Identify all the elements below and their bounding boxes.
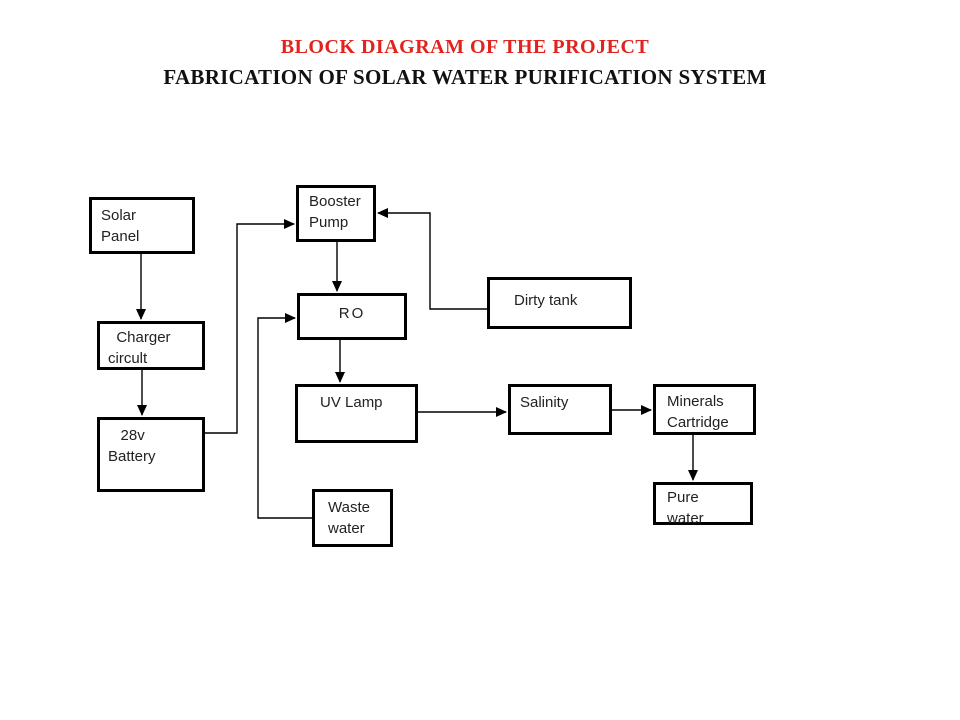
node-minerals-cartridge: Minerals Cartridge [653,384,756,435]
node-solar-panel: Solar Panel [89,197,195,254]
node-pure-water: Pure water [653,482,753,527]
node-dirty-tank: Dirty tank [487,277,632,329]
node-uv-lamp: UV Lamp [295,384,418,443]
node-salinity: Salinity [508,384,612,435]
node-waste-water: Waste water [312,489,393,547]
node-booster-pump: Booster Pump [296,185,376,242]
title-block: BLOCK DIAGRAM OF THE PROJECT FABRICATION… [0,36,930,90]
page-subtitle: FABRICATION OF SOLAR WATER PURIFICATION … [163,65,767,89]
node-28v-battery: 28v Battery [97,417,205,492]
page-title: BLOCK DIAGRAM OF THE PROJECT [280,36,650,58]
node-ro: RO [297,293,407,340]
connector-battery-to-booster [205,219,295,434]
node-charger-circuit: Charger circult [97,321,205,370]
